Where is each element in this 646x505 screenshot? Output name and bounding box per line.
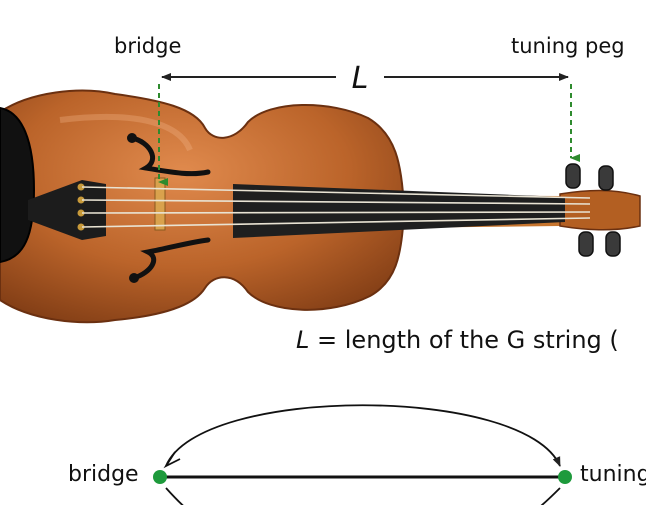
formula-text: length of the G string (	[345, 326, 619, 354]
graph-node-tuning	[558, 470, 572, 484]
length-formula: L = length of the G string (	[296, 326, 619, 354]
bridge-label: bridge	[114, 34, 181, 58]
violin-scroll	[560, 191, 640, 230]
graph-edge-arc-top	[166, 405, 560, 466]
length-symbol: L	[352, 61, 369, 96]
tuning-peg-label: tuning peg	[511, 34, 625, 58]
graph-bridge-label: bridge	[68, 462, 139, 487]
violin-bridge	[155, 178, 165, 230]
graph-edge-arc-bottom	[166, 488, 188, 505]
graph-edge-arc-top-back	[166, 410, 300, 466]
graph-tuning-label: tuning	[580, 462, 646, 487]
formula-equals: =	[317, 326, 337, 354]
graph-node-bridge	[153, 470, 167, 484]
formula-symbol: L	[296, 326, 309, 354]
